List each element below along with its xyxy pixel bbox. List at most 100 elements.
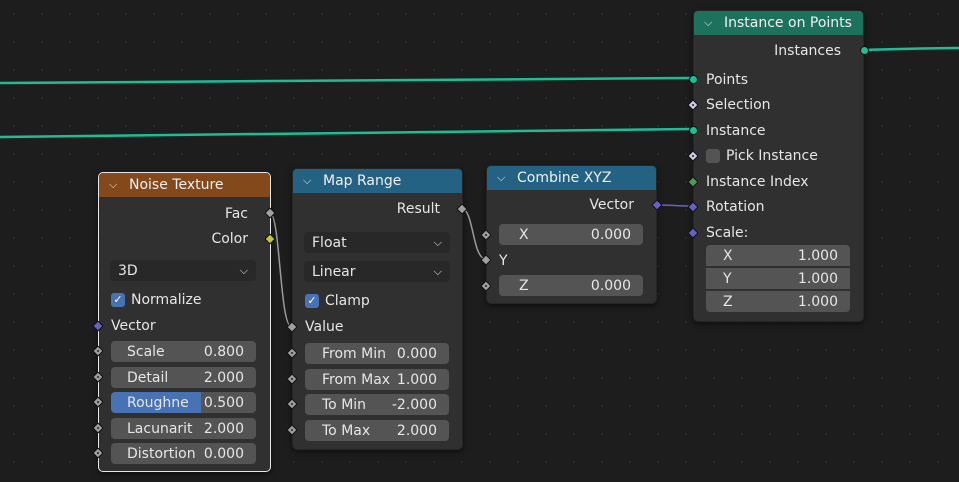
z-label: Z: [519, 277, 529, 294]
scale-label: Scale: [127, 343, 165, 360]
chevron-down-icon[interactable]: ⌵: [109, 178, 118, 191]
rotation-input: Rotation: [694, 196, 863, 218]
pick-instance-checkbox[interactable]: Pick Instance: [694, 145, 863, 167]
scale-x-value: 1.000: [797, 247, 838, 264]
vector-label: Vector: [111, 318, 156, 334]
checkbox-icon[interactable]: [706, 149, 720, 163]
lacunarity-label: Lacunarit: [127, 420, 193, 437]
value-input: Value: [293, 316, 462, 338]
instance-index-label: Instance Index: [706, 174, 809, 190]
rotation-label: Rotation: [706, 199, 765, 215]
node-title: Noise Texture: [129, 177, 224, 193]
instances-output: Instances: [694, 40, 863, 62]
vector-output: Vector: [487, 194, 656, 216]
chevron-down-icon: ⌵: [433, 235, 442, 249]
lacunarity-field[interactable]: Lacunarit 2.000: [111, 418, 256, 439]
z-field[interactable]: Z 0.000: [499, 275, 643, 296]
detail-value: 2.000: [203, 369, 244, 386]
scale-y-value: 1.000: [797, 270, 838, 287]
instance-label: Instance: [706, 123, 766, 139]
to-max-field[interactable]: To Max 2.000: [305, 420, 449, 441]
result-output: Result: [293, 198, 462, 220]
x-label: X: [519, 226, 529, 243]
interpolation-value: Linear: [312, 263, 356, 280]
clamp-label: Clamp: [325, 293, 370, 309]
scale-y-label: Y: [723, 270, 732, 287]
points-label: Points: [706, 72, 749, 88]
combine-xyz-header[interactable]: ⌵ Combine XYZ: [487, 166, 656, 190]
scale-z-value: 1.000: [797, 293, 838, 310]
to-max-value: 2.000: [396, 422, 437, 439]
y-input: Y: [487, 250, 656, 272]
distortion-value: 0.000: [203, 445, 244, 462]
normalize-checkbox[interactable]: ✓ Normalize: [99, 289, 270, 311]
distortion-label: Distortion: [127, 445, 196, 462]
instance-input-socket[interactable]: [689, 126, 698, 135]
noise-texture-header[interactable]: ⌵ Noise Texture: [99, 173, 270, 197]
link-fac-to-value: [269, 212, 292, 327]
color-output: Color: [99, 228, 270, 250]
scale-x-field[interactable]: X 1.000: [706, 245, 850, 266]
to-min-value: -2.000: [391, 396, 437, 413]
y-label: Y: [499, 253, 508, 269]
roughness-label: Roughne: [127, 394, 189, 411]
points-input: Points: [694, 69, 863, 91]
checkmark-icon[interactable]: ✓: [305, 294, 319, 308]
scale-z-label: Z: [723, 293, 733, 310]
node-title: Map Range: [323, 173, 402, 189]
chevron-down-icon[interactable]: ⌵: [704, 16, 713, 29]
chevron-down-icon[interactable]: ⌵: [303, 174, 312, 187]
scale-value: 0.800: [203, 343, 244, 360]
lacunarity-value: 2.000: [203, 420, 244, 437]
from-min-value: 0.000: [396, 345, 437, 362]
data-type-select[interactable]: Float ⌵: [304, 232, 450, 253]
chevron-down-icon[interactable]: ⌵: [497, 171, 506, 184]
x-value: 0.000: [590, 226, 631, 243]
color-label: Color: [211, 231, 248, 247]
z-value: 0.000: [590, 277, 631, 294]
scale-x-label: X: [723, 247, 733, 264]
instance-input: Instance: [694, 120, 863, 142]
instances-label: Instances: [774, 43, 841, 59]
from-max-value: 1.000: [396, 371, 437, 388]
detail-field[interactable]: Detail 2.000: [111, 367, 256, 388]
map-range-node[interactable]: ⌵ Map Range Result Float ⌵ Linear ⌵ ✓ Cl…: [286, 168, 468, 450]
chevron-down-icon: ⌵: [239, 263, 248, 277]
instances-output-socket[interactable]: [860, 46, 869, 55]
to-min-field[interactable]: To Min -2.000: [305, 394, 449, 415]
points-input-socket[interactable]: [689, 75, 698, 84]
dimensions-select[interactable]: 3D ⌵: [110, 260, 256, 281]
scale-input: Scale:: [694, 222, 863, 244]
link-instances-out: [863, 46, 959, 52]
scale-y-field[interactable]: Y 1.000: [706, 268, 850, 289]
instance-on-points-header[interactable]: ⌵ Instance on Points: [694, 11, 863, 35]
noise-texture-node[interactable]: ⌵ Noise Texture Fac Color 3D ⌵ ✓ Normali…: [92, 172, 276, 472]
from-min-label: From Min: [322, 345, 386, 362]
checkmark-icon[interactable]: ✓: [111, 293, 125, 307]
instance-on-points-node[interactable]: ⌵ Instance on Points Instances Points Se…: [687, 10, 869, 322]
instance-index-input: Instance Index: [694, 171, 863, 193]
dimensions-value: 3D: [118, 262, 138, 279]
vector-input: Vector: [99, 315, 270, 337]
selection-input: Selection: [694, 94, 863, 116]
detail-label: Detail: [127, 369, 169, 386]
combine-xyz-node[interactable]: ⌵ Combine XYZ Vector X 0.000 Y Z 0.000: [480, 165, 663, 304]
from-max-label: From Max: [322, 371, 391, 388]
x-field[interactable]: X 0.000: [499, 224, 643, 245]
vector-label: Vector: [589, 197, 634, 213]
scale-label: Scale:: [706, 225, 749, 241]
to-min-label: To Min: [322, 396, 367, 413]
roughness-value: 0.500: [203, 394, 244, 411]
pick-instance-label: Pick Instance: [726, 148, 818, 164]
scale-field[interactable]: Scale 0.800: [111, 341, 256, 362]
map-range-header[interactable]: ⌵ Map Range: [293, 169, 462, 193]
roughness-field[interactable]: Roughne 0.500: [111, 392, 256, 413]
from-max-field[interactable]: From Max 1.000: [305, 369, 449, 390]
from-min-field[interactable]: From Min 0.000: [305, 343, 449, 364]
interpolation-select[interactable]: Linear ⌵: [304, 261, 450, 282]
result-label: Result: [396, 201, 440, 217]
clamp-checkbox[interactable]: ✓ Clamp: [293, 290, 462, 312]
scale-z-field[interactable]: Z 1.000: [706, 291, 850, 312]
distortion-field[interactable]: Distortion 0.000: [111, 443, 256, 464]
fac-output: Fac: [99, 203, 270, 225]
